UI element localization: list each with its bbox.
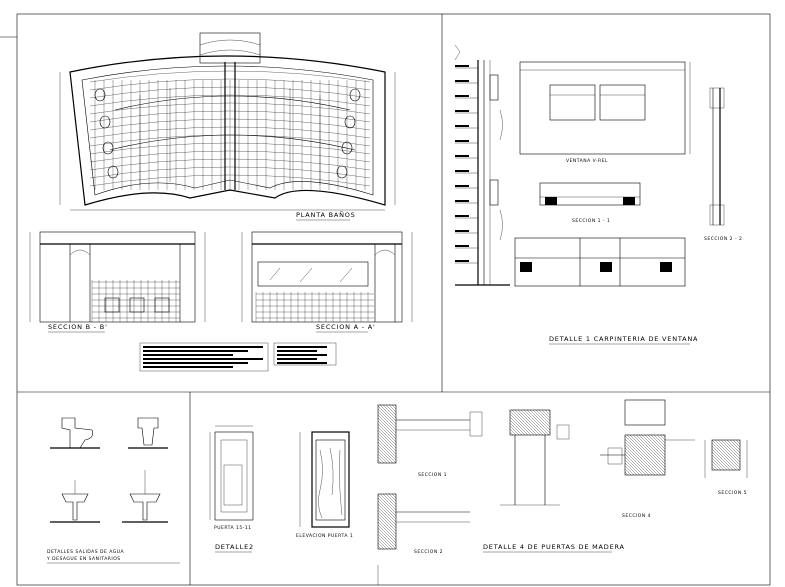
label-detalle2: DETALLE2	[215, 543, 254, 551]
detalle1-drawing	[454, 44, 725, 287]
label-elevacion: ELEVACION PUERTA 1	[296, 533, 353, 539]
sanitarios-detail-drawing	[50, 417, 168, 523]
label-seccion-22: SECCION 2 - 2	[704, 236, 742, 242]
detalle4-drawing	[377, 399, 748, 585]
label-seccion5: SECCION 5	[718, 490, 747, 496]
planta-banos-drawing	[59, 32, 396, 211]
label-ventana: VENTANA V-REL	[566, 158, 608, 164]
label-detalle4: DETALLE 4 DE PUERTAS DE MADERA	[483, 543, 625, 551]
label-puerta: PUERTA 15-11	[214, 525, 252, 531]
label-seccion2: SECCION 2	[414, 549, 443, 555]
detalle2-drawing	[209, 425, 350, 528]
label-seccion-aa: SECCION A - A'	[316, 323, 376, 331]
label-seccion1: SECCION 1	[418, 472, 447, 478]
label-detalle-salidas-1: DETALLES SALIDAS DE AGUA	[47, 549, 125, 555]
notes-block	[139, 342, 337, 372]
label-seccion4: SECCION 4	[622, 513, 651, 519]
sheet-border	[16, 13, 771, 586]
label-seccion-bb: SECCION B - B'	[48, 323, 108, 331]
label-detalle1: DETALLE 1 CARPINTERIA DE VENTANA	[549, 335, 698, 343]
seccion-bb-drawing	[29, 231, 206, 323]
label-detalle-salidas-2: Y DESAGUE EN SANITARIOS	[46, 556, 121, 562]
seccion-aa-drawing	[241, 231, 413, 323]
label-seccion-11: SECCION 1 - 1	[572, 218, 610, 224]
label-planta-banos: PLANTA BAÑOS	[296, 210, 356, 219]
